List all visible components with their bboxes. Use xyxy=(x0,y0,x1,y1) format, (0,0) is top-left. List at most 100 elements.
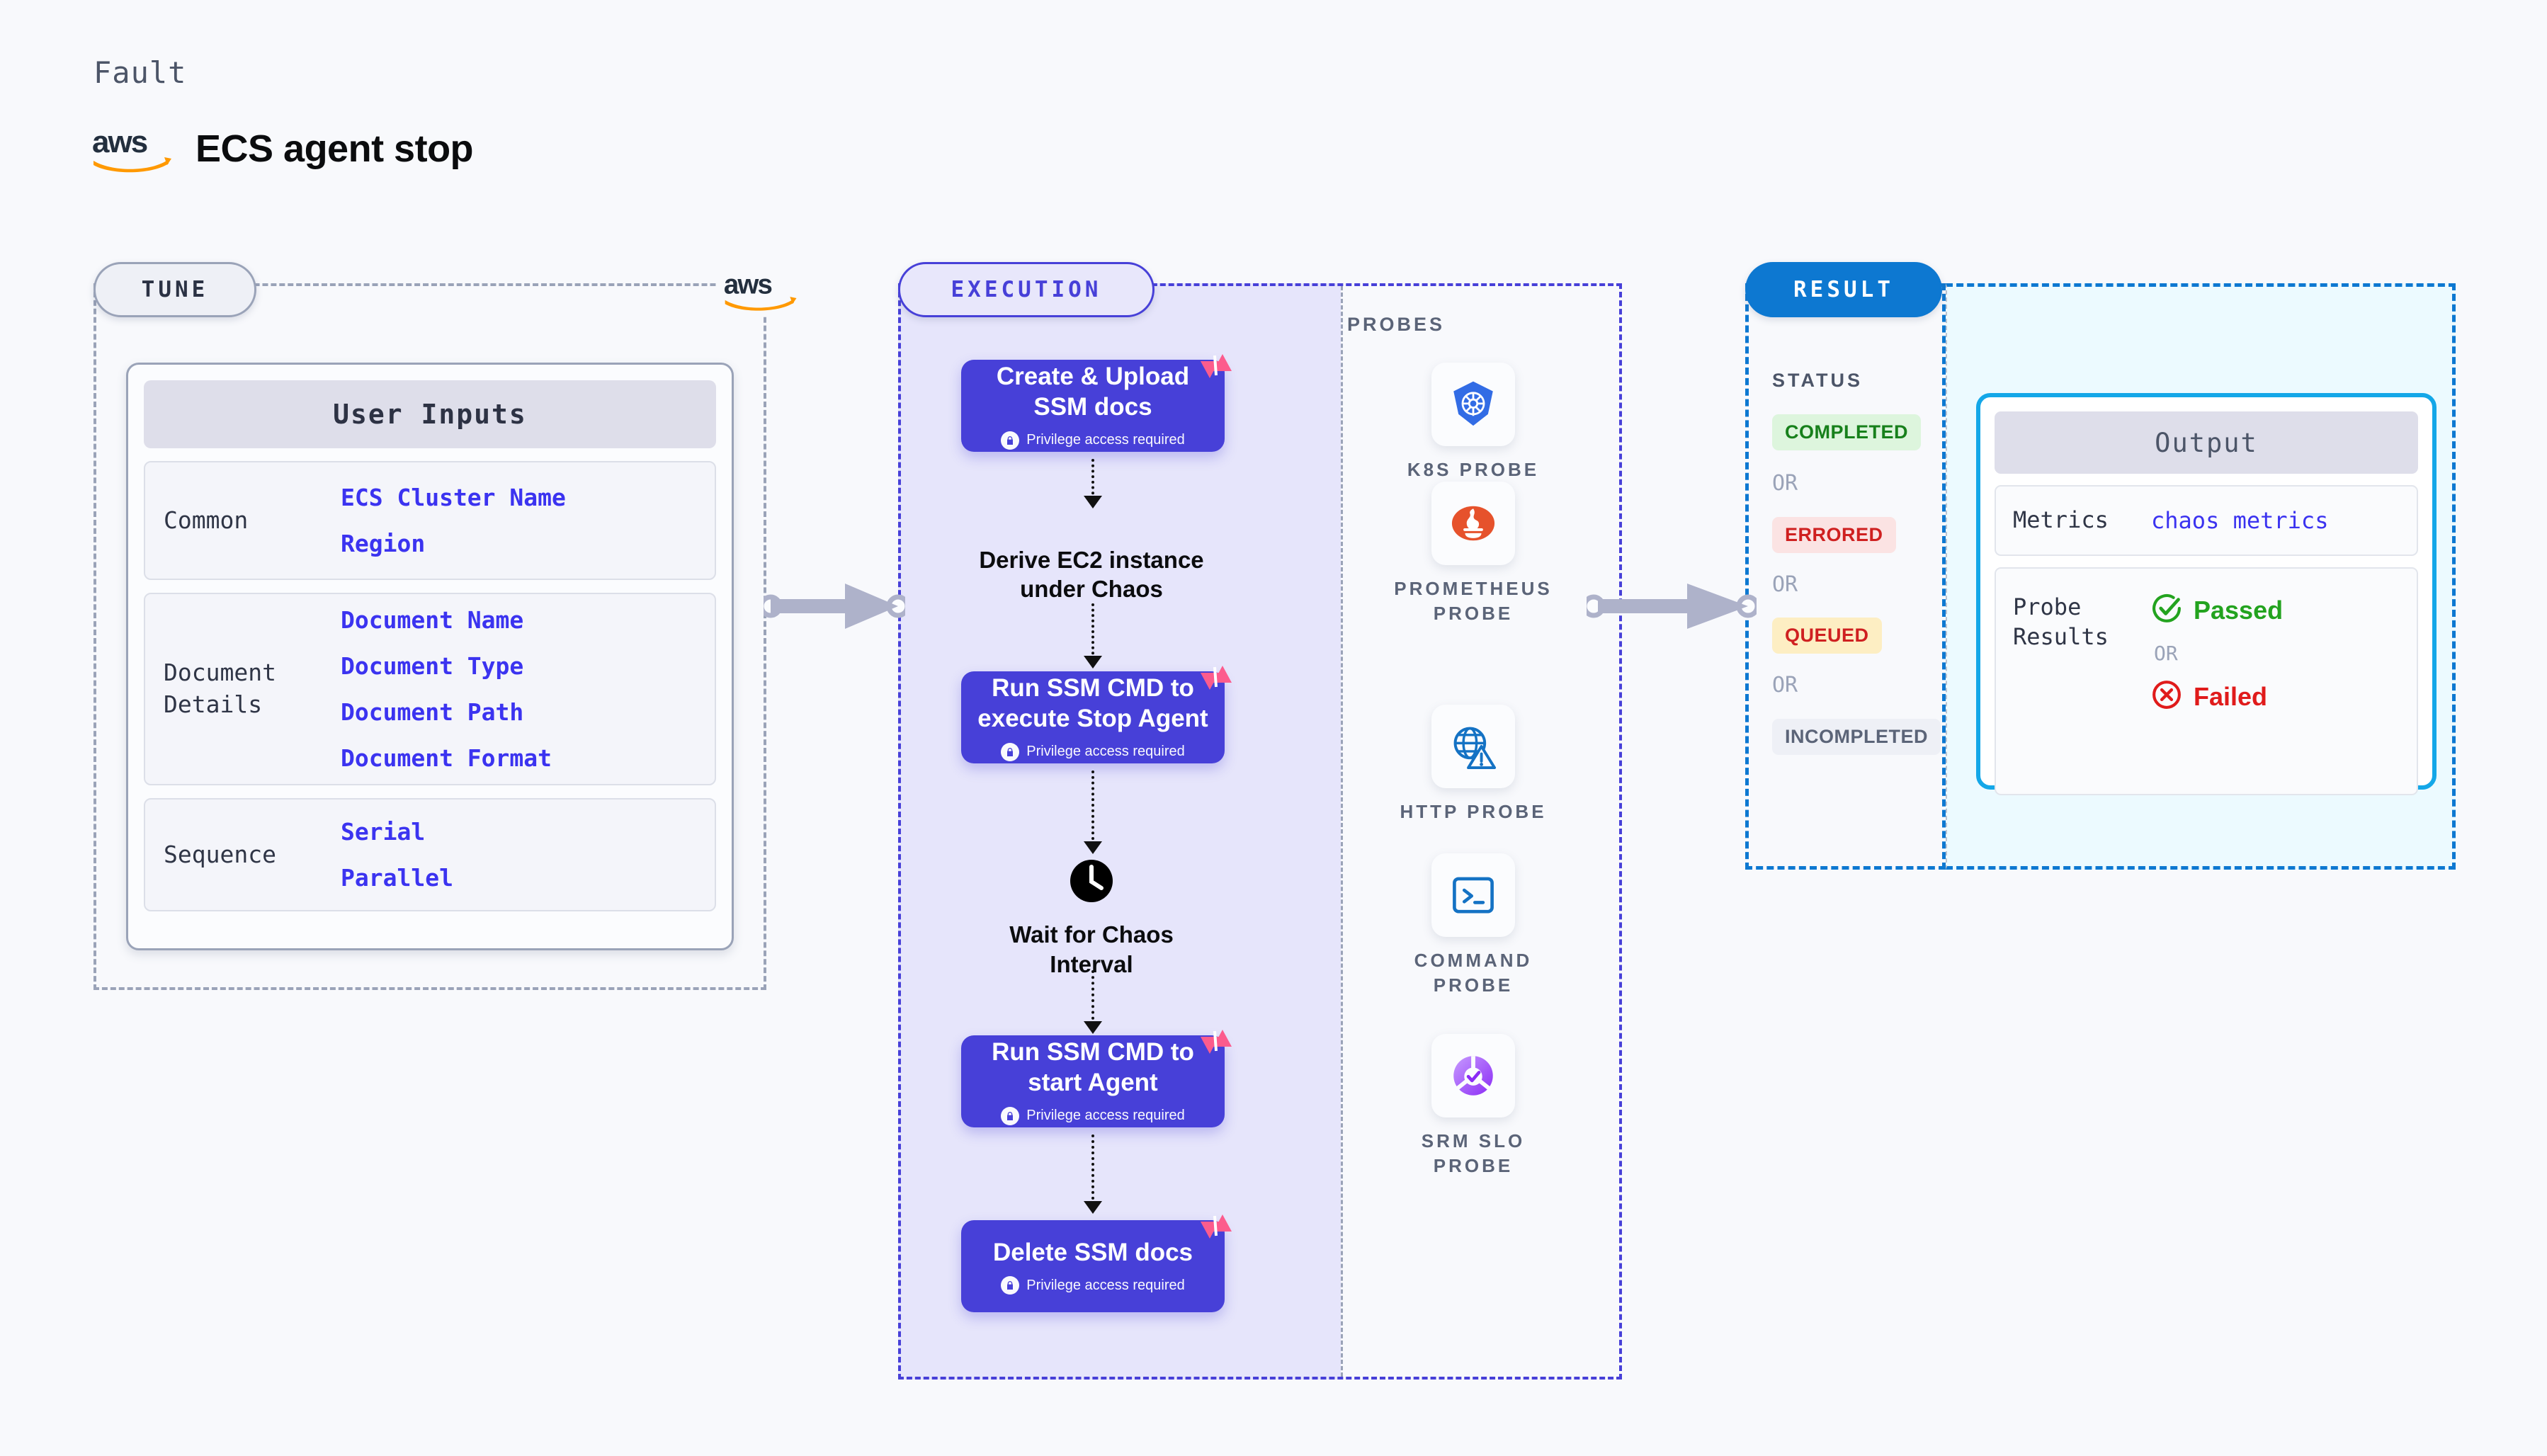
connector-3-arrow xyxy=(1084,841,1102,854)
doc-details-label-line2: Details xyxy=(164,690,263,718)
output-metrics-value[interactable]: chaos metrics xyxy=(2151,507,2329,534)
step6-privilege-label: Privilege access required xyxy=(1026,1277,1185,1293)
tune-region xyxy=(93,283,766,990)
aws-logo-icon: aws xyxy=(91,124,176,174)
result-pill[interactable]: RESULT xyxy=(1745,262,1942,317)
probes-divider xyxy=(1341,286,1343,1377)
chaos-logo-icon xyxy=(1198,347,1235,384)
lock-icon xyxy=(1001,1276,1020,1295)
output-row-probe-results: Probe Results Passed OR xyxy=(1995,567,2418,795)
step1-title-line2: SSM docs xyxy=(1033,393,1152,421)
probe-results-label-line1: Probe xyxy=(2013,593,2082,620)
input-value-document-path[interactable]: Document Path xyxy=(341,698,524,726)
execution-region xyxy=(898,283,1622,1380)
input-value-region[interactable]: Region xyxy=(341,530,426,557)
step5-title-line2: start Agent xyxy=(1028,1069,1158,1096)
status-badge-queued: QUEUED xyxy=(1772,618,1882,654)
input-value-serial[interactable]: Serial xyxy=(341,818,426,846)
probe-k8s[interactable]: K8S PROBE xyxy=(1381,363,1565,482)
probe-command[interactable]: COMMAND PROBE xyxy=(1381,853,1565,998)
execution-step-delete-ssm-docs[interactable]: Delete SSM docs Privilege access require… xyxy=(961,1215,1232,1312)
page-kicker: Fault xyxy=(93,55,187,90)
chaos-logo-icon xyxy=(1198,1023,1235,1059)
probe-http[interactable]: HTTP PROBE xyxy=(1381,705,1565,824)
output-probe-results-label: Probe Results xyxy=(2013,593,2151,652)
status-or-3: OR xyxy=(1772,673,1798,698)
probe-srm-slo-label-line2: PROBE xyxy=(1433,1155,1514,1177)
input-group-document-details: Document Details Document Name Document … xyxy=(144,593,716,785)
output-heading: Output xyxy=(1995,411,2418,474)
probe-result-passed: Passed xyxy=(2151,593,2283,627)
step1-title-line1: Create & Upload xyxy=(996,363,1190,391)
svg-text:aws: aws xyxy=(724,270,772,300)
step4-title-line2: Interval xyxy=(1050,950,1133,977)
kubernetes-icon xyxy=(1431,363,1515,446)
status-badge-errored: ERRORED xyxy=(1772,517,1896,553)
connector-2-arrow xyxy=(1084,656,1102,669)
flow-arrow-execution-to-result xyxy=(1587,571,1757,642)
chaos-logo-icon xyxy=(1198,659,1235,695)
chaos-logo-icon xyxy=(1198,1207,1235,1244)
connector-1-arrow xyxy=(1084,496,1102,508)
lock-icon xyxy=(1001,1106,1020,1125)
prometheus-icon xyxy=(1431,482,1515,565)
step3-privilege-label: Privilege access required xyxy=(1026,744,1185,760)
step5-title-line1: Run SSM CMD to xyxy=(992,1038,1194,1067)
execution-step-create-upload-ssm-docs[interactable]: Create & Upload SSM docs Privilege acces… xyxy=(961,354,1232,452)
step1-privilege-label: Privilege access required xyxy=(1026,432,1185,448)
execution-pill[interactable]: EXECUTION xyxy=(898,262,1155,317)
probe-prometheus-label-line2: PROBE xyxy=(1433,603,1514,625)
connector-2 xyxy=(1091,603,1094,660)
user-inputs-heading: User Inputs xyxy=(144,380,716,448)
step2-title-line1: Derive EC2 instance xyxy=(979,547,1204,573)
probe-k8s-label: K8S PROBE xyxy=(1407,459,1540,480)
probe-prometheus-label-line1: PROMETHEUS xyxy=(1394,578,1553,599)
user-inputs-card: User Inputs Common ECS Cluster Name Regi… xyxy=(126,363,734,950)
probes-title: PROBES xyxy=(1347,314,1446,335)
input-group-common-label: Common xyxy=(164,506,249,534)
probe-command-label-line2: PROBE xyxy=(1433,974,1514,996)
x-circle-icon xyxy=(2151,679,2182,714)
step4-title-line1: Wait for Chaos xyxy=(1009,921,1174,948)
connector-5-arrow xyxy=(1084,1201,1102,1214)
probe-result-failed-label: Failed xyxy=(2194,681,2268,711)
http-globe-warning-icon xyxy=(1431,705,1515,788)
connector-1 xyxy=(1091,459,1094,500)
input-value-ecs-cluster-name[interactable]: ECS Cluster Name xyxy=(341,484,566,511)
input-value-document-name[interactable]: Document Name xyxy=(341,606,524,634)
step2-title-line2: under Chaos xyxy=(1020,576,1163,603)
input-value-parallel[interactable]: Parallel xyxy=(341,864,453,892)
page-title-row: aws ECS agent stop xyxy=(91,124,474,174)
output-card: Output Metrics chaos metrics Probe Resul… xyxy=(1976,393,2437,795)
connector-3 xyxy=(1091,770,1094,846)
terminal-icon xyxy=(1431,853,1515,937)
execution-step-run-ssm-cmd-stop-agent[interactable]: Run SSM CMD to execute Stop Agent Privil… xyxy=(961,666,1232,763)
input-value-document-format[interactable]: Document Format xyxy=(341,744,552,772)
execution-step-derive-ec2-instance: Derive EC2 instance under Chaos xyxy=(950,545,1233,604)
output-row-metrics: Metrics chaos metrics xyxy=(1995,485,2418,556)
connector-4 xyxy=(1091,970,1094,1025)
input-value-document-type[interactable]: Document Type xyxy=(341,652,524,680)
check-circle-icon xyxy=(2151,593,2182,627)
probe-results-label-line2: Results xyxy=(2013,622,2109,650)
step3-title-line2: execute Stop Agent xyxy=(977,705,1208,732)
probe-result-or: OR xyxy=(2154,642,2178,665)
step3-title-line1: Run SSM CMD to xyxy=(992,674,1194,703)
page-title: ECS agent stop xyxy=(195,127,474,170)
flow-arrow-tune-to-execution xyxy=(764,571,905,642)
step6-title-line1: Delete SSM docs xyxy=(992,1238,1193,1266)
lock-icon xyxy=(1001,742,1020,761)
tune-pill[interactable]: TUNE xyxy=(93,262,256,317)
connector-5 xyxy=(1091,1134,1094,1205)
probe-command-label-line1: COMMAND xyxy=(1414,950,1533,971)
srm-slo-icon xyxy=(1431,1034,1515,1117)
status-or-2: OR xyxy=(1772,572,1798,597)
probe-srm-slo[interactable]: SRM SLO PROBE xyxy=(1381,1034,1565,1178)
aws-logo-icon-border: aws xyxy=(717,264,806,317)
step5-privilege-label: Privilege access required xyxy=(1026,1108,1185,1124)
probe-prometheus[interactable]: PROMETHEUS PROBE xyxy=(1381,482,1565,626)
execution-step-run-ssm-cmd-start-agent[interactable]: Run SSM CMD to start Agent Privilege acc… xyxy=(961,1030,1232,1127)
status-badge-completed: COMPLETED xyxy=(1772,414,1922,450)
status-title: STATUS xyxy=(1772,370,1863,391)
